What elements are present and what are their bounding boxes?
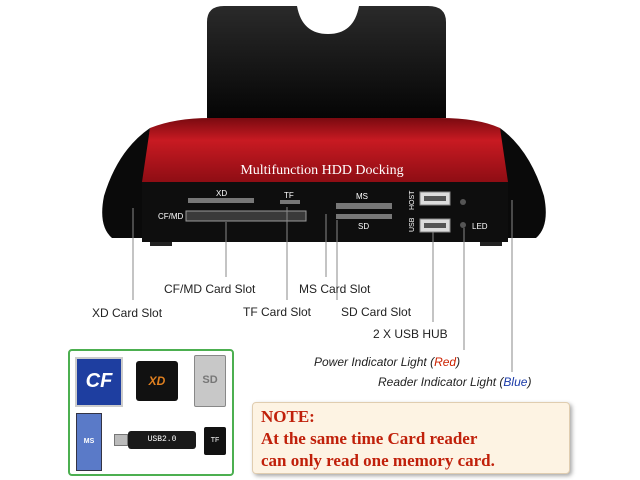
sd-card-slot-label: SD Card Slot bbox=[341, 305, 412, 319]
tf-card-slot-label: TF Card Slot bbox=[243, 305, 312, 319]
dock-red-body bbox=[140, 118, 512, 182]
ms-card: MS bbox=[76, 413, 102, 471]
xd-card: XD bbox=[136, 361, 178, 401]
sd-card: SD bbox=[194, 355, 226, 407]
tf-slot bbox=[280, 200, 300, 204]
label-cfmd: CF/MD bbox=[158, 212, 184, 221]
dock-tower bbox=[207, 6, 446, 118]
note-box: NOTE: At the same time Card reader can o… bbox=[252, 402, 570, 474]
dock-right-wing bbox=[500, 128, 546, 238]
cf-card-label: CF bbox=[85, 370, 113, 392]
note-line-2: can only read one memory card. bbox=[261, 451, 495, 470]
label-xd: XD bbox=[216, 189, 227, 198]
ms-slot bbox=[336, 203, 392, 209]
cfmd-slot bbox=[185, 210, 307, 222]
power-led bbox=[460, 199, 466, 205]
xd-card-label: XD bbox=[148, 374, 166, 388]
ms-card-slot-label: MS Card Slot bbox=[299, 282, 371, 296]
dock-left-wing bbox=[102, 128, 150, 238]
callout-lines bbox=[132, 200, 513, 372]
ms-card-label: MS bbox=[83, 438, 95, 445]
usb-hub-label: 2 X USB HUB bbox=[373, 327, 448, 341]
tf-card: TF bbox=[204, 427, 226, 455]
sd-card-label: SD bbox=[202, 374, 218, 386]
cfmd-card-slot-label: CF/MD Card Slot bbox=[164, 282, 256, 296]
reader-led bbox=[460, 222, 466, 228]
power-indicator-label: Power Indicator Light (Red) bbox=[314, 355, 461, 369]
note-heading: NOTE: bbox=[261, 407, 315, 426]
note-line-1: At the same time Card reader bbox=[261, 429, 478, 448]
xd-card-slot-label: XD Card Slot bbox=[92, 306, 163, 320]
reader-indicator-label: Reader Indicator Light (Blue) bbox=[378, 375, 532, 389]
label-ms: MS bbox=[356, 192, 368, 201]
label-usb: USB bbox=[409, 217, 416, 232]
tf-card-label: TF bbox=[210, 437, 220, 444]
label-host: HOST bbox=[409, 190, 416, 210]
usb-reader-label: USB2.0 bbox=[147, 435, 177, 444]
label-sd: SD bbox=[358, 222, 369, 231]
label-led: LED bbox=[472, 222, 488, 231]
supported-cards-panel: CF XD SD MS USB2.0 TF bbox=[68, 349, 234, 476]
xd-slot bbox=[188, 198, 254, 203]
sd-slot bbox=[336, 214, 392, 219]
usb-card-reader: USB2.0 bbox=[114, 431, 196, 449]
dock-title: Multifunction HDD Docking bbox=[240, 163, 403, 178]
label-tf: TF bbox=[284, 191, 294, 200]
cf-card: CF bbox=[75, 357, 123, 407]
